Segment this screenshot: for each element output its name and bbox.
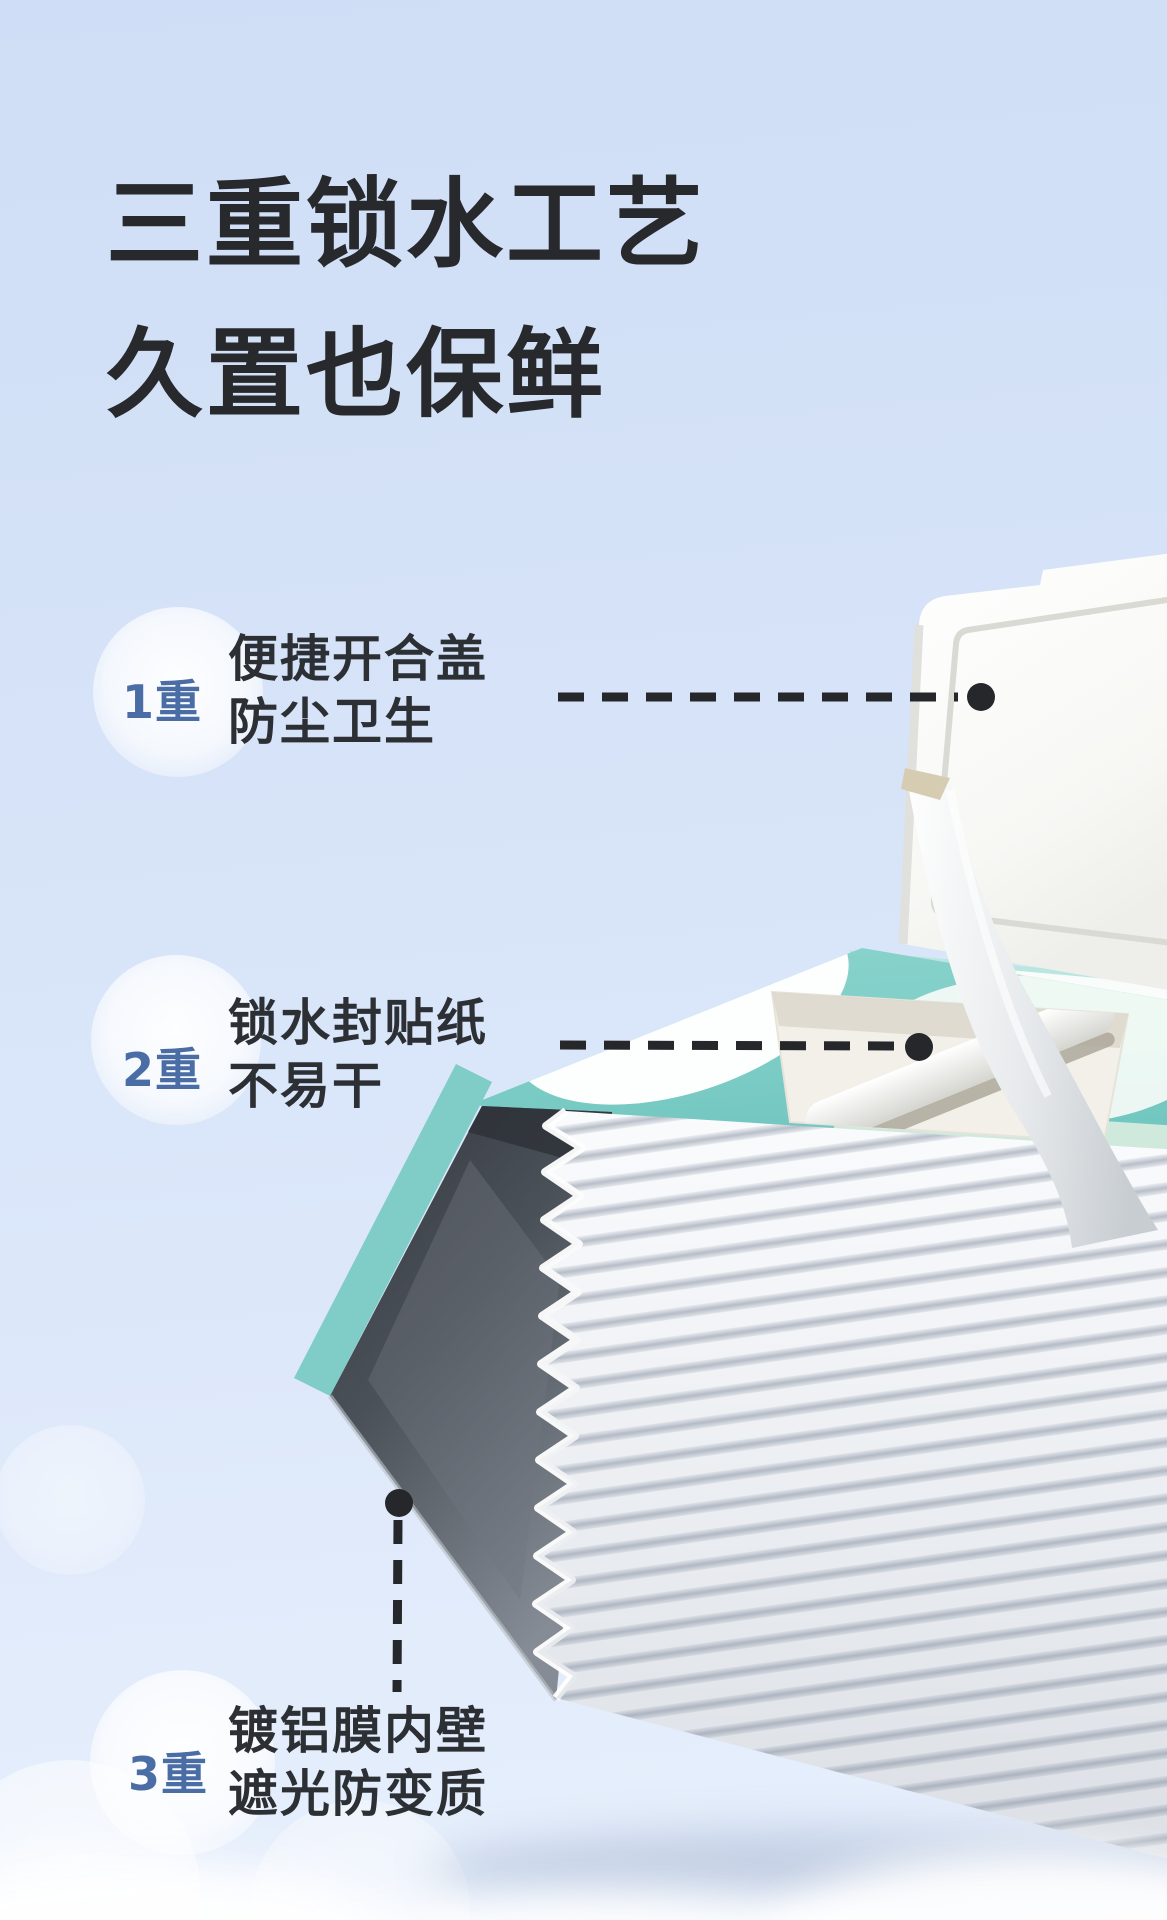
bubble-decoration <box>93 607 263 777</box>
callout-2-anchor-dot <box>905 1033 933 1061</box>
callout-3-text: 镀铝膜内壁 遮光防变质 <box>228 1700 488 1826</box>
callout-2-line-1: 锁水封贴纸 <box>228 994 488 1052</box>
callout-3-anchor-dot <box>385 1489 413 1517</box>
bubble-decoration <box>0 1425 145 1575</box>
wipes-stack <box>532 1107 1167 1859</box>
title-line-2: 久置也保鲜 <box>106 318 606 431</box>
callout-1-line-1: 便捷开合盖 <box>228 630 488 688</box>
callout-2-dash-line <box>559 1040 899 1051</box>
page-title: 三重锁水工艺 久置也保鲜 <box>106 150 706 450</box>
bubble-decoration <box>91 955 261 1125</box>
callout-1-anchor-dot <box>967 683 995 711</box>
callout-1-text: 便捷开合盖 防尘卫生 <box>228 628 488 754</box>
cloud-decoration <box>0 1850 1167 1920</box>
callout-3-dash-line <box>392 1519 403 1693</box>
seal-sticker-ribbon <box>901 768 1158 1248</box>
package-side-sliver <box>294 1064 492 1396</box>
callout-3-line-1: 镀铝膜内壁 <box>228 1702 488 1760</box>
callout-2-text: 锁水封贴纸 不易干 <box>228 992 488 1118</box>
sticker-tip <box>901 768 950 800</box>
title-line-1: 三重锁水工艺 <box>106 168 706 281</box>
callout-1-badge: 1重 <box>122 675 203 729</box>
callout-1-line-2: 防尘卫生 <box>228 693 436 751</box>
callout-2-line-2: 不易干 <box>228 1057 384 1115</box>
callout-3-badge: 3重 <box>128 1747 209 1801</box>
callout-3-line-2: 遮光防变质 <box>228 1765 488 1823</box>
callout-2-badge: 2重 <box>122 1043 203 1097</box>
callout-pointers <box>385 683 995 1693</box>
